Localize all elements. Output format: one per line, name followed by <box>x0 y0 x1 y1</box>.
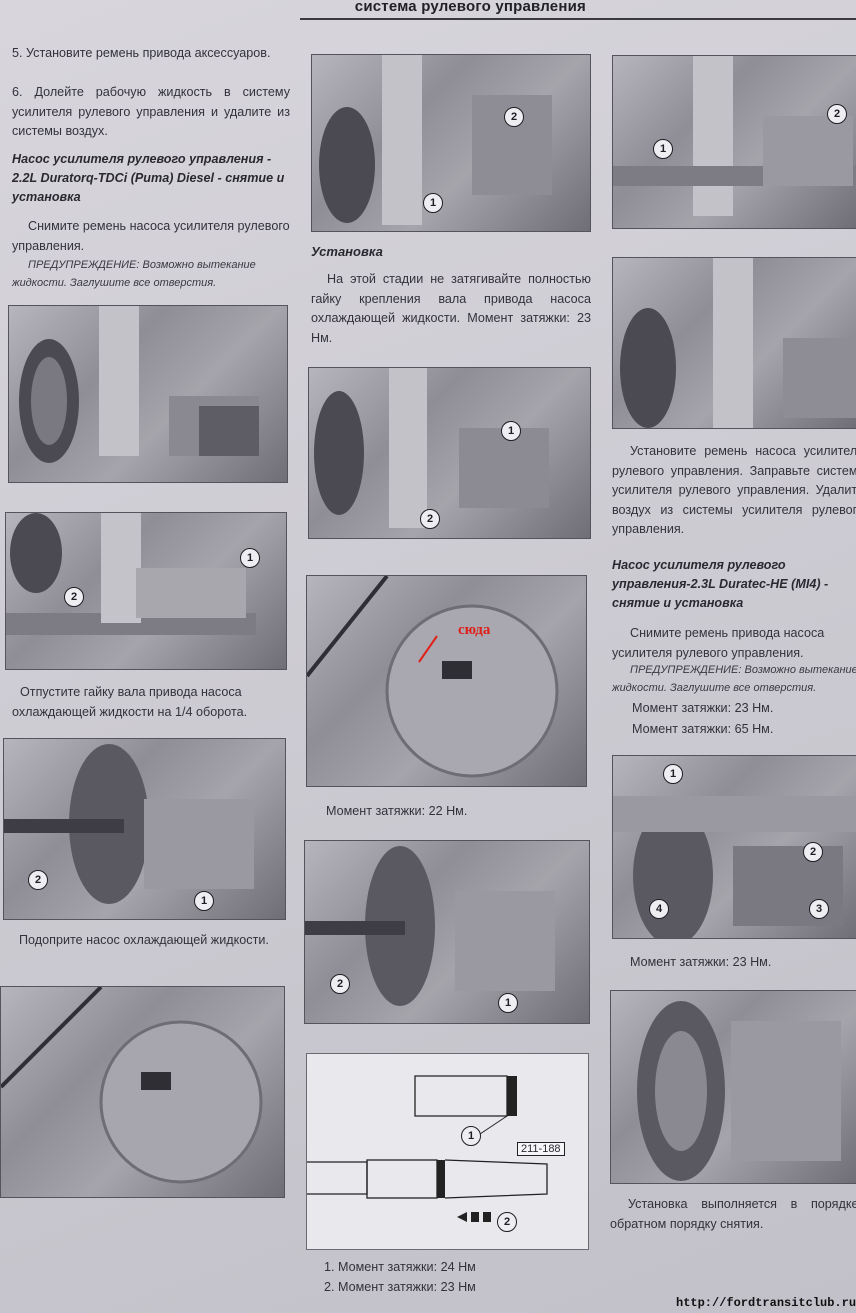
pulley-belt-illustration <box>620 258 856 428</box>
callout-3: 3 <box>809 899 829 919</box>
warning-text: ПРЕДУПРЕЖДЕНИЕ: Возможно вытекание жидко… <box>12 259 256 289</box>
torque-1-text: 1. Момент затяжки: 24 Нм <box>324 1260 476 1274</box>
callout-2: 2 <box>330 974 350 994</box>
callout-1: 1 <box>501 421 521 441</box>
support-illustration <box>4 744 254 904</box>
photo-pump-pulley <box>8 305 288 483</box>
support2-illustration <box>305 846 555 1006</box>
photo-support-pump: 2 1 <box>3 738 286 920</box>
callout-1: 1 <box>663 764 683 784</box>
page-header: система рулевого управления <box>300 0 856 20</box>
photo-support-pump-2: 2 1 <box>304 840 590 1024</box>
callout-1: 1 <box>194 891 214 911</box>
warning-text-2: ПРЕДУПРЕЖДЕНИЕ: Возможно вытекание жидко… <box>612 664 856 694</box>
callout-2: 2 <box>64 587 84 607</box>
photo-pump-assembly: 2 1 <box>311 54 591 232</box>
photo-pulley-top: 1 2 <box>612 55 856 229</box>
step-6-text: 6. Долейте рабочую жидкость в систему ус… <box>12 85 290 138</box>
remove-belt-text-2: Снимите ремень привода насоса усилителя … <box>612 626 825 660</box>
photo-timing-cover-2: сюда <box>306 575 587 787</box>
assembly-illustration <box>319 55 552 225</box>
callout-1: 1 <box>423 193 443 213</box>
photo-nut-wrench: 1 2 <box>5 512 287 670</box>
cover-illustration <box>1 987 263 1184</box>
install-belt-text: Установите ремень насоса усилителя рулев… <box>612 444 856 536</box>
torque-22-text: Момент затяжки: 22 Нм. <box>326 804 468 818</box>
install-text: На этой стадии не затягивайте полностью … <box>311 272 591 345</box>
callout-4: 4 <box>649 899 669 919</box>
pulley-top-illustration <box>613 56 856 216</box>
callout-2: 2 <box>504 107 524 127</box>
reverse-order-text: Установка выполняется в порядке, обратно… <box>610 1197 856 1231</box>
tool-code: 211-188 <box>517 1142 565 1156</box>
photo-pump-final <box>610 990 856 1184</box>
torque-b-text: Момент затяжки: 65 Нм. <box>632 722 774 736</box>
torque-c-text: Момент затяжки: 23 Нм. <box>630 955 772 969</box>
annotation-here: сюда <box>458 622 491 638</box>
remove-belt-text: Снимите ремень насоса усилителя рулевого… <box>12 219 290 253</box>
photo-timing-cover <box>0 986 285 1198</box>
torque-2-text: 2. Момент затяжки: 23 Нм <box>324 1280 476 1294</box>
callout-1: 1 <box>653 139 673 159</box>
pump-illustration <box>19 306 259 463</box>
callout-2: 2 <box>803 842 823 862</box>
wrench-illustration <box>6 513 256 635</box>
callout-2: 2 <box>497 1212 517 1232</box>
support-pump-text: Подоприте насос охлаждающей жидкости. <box>19 933 269 947</box>
loosen-nut-text: Отпустите гайку вала привода насоса охла… <box>12 685 248 719</box>
torque-a-text: Момент затяжки: 23 Нм. <box>632 701 774 715</box>
install-title: Установка <box>311 244 383 259</box>
section-title-22l: Насос усилителя рулевого управления - 2.… <box>12 152 285 204</box>
callout-1: 1 <box>461 1126 481 1146</box>
callout-2: 2 <box>28 870 48 890</box>
callout-1: 1 <box>240 548 260 568</box>
section-title-23l: Насос усилителя рулевого управления-2.3L… <box>612 558 829 610</box>
cover2-illustration <box>307 576 559 778</box>
watermark-url[interactable]: http://fordtransitclub.ru <box>676 1296 856 1310</box>
callout-1: 1 <box>498 993 518 1013</box>
callout-2: 2 <box>420 509 440 529</box>
install-illustration <box>314 368 549 528</box>
photo-install-step: 1 2 <box>308 367 591 539</box>
tool-drawing <box>307 1075 548 1222</box>
step-5-text: 5. Установите ремень привода аксессуаров… <box>12 46 271 60</box>
header-title: система рулевого управления <box>354 0 586 15</box>
pump-final-illustration <box>637 1001 841 1181</box>
photo-pulley-belt <box>612 257 856 429</box>
tool-diagram: 1 2 211-188 <box>306 1053 589 1250</box>
callout-2: 2 <box>827 104 847 124</box>
photo-pump-mi4: 1 2 3 4 <box>612 755 856 939</box>
